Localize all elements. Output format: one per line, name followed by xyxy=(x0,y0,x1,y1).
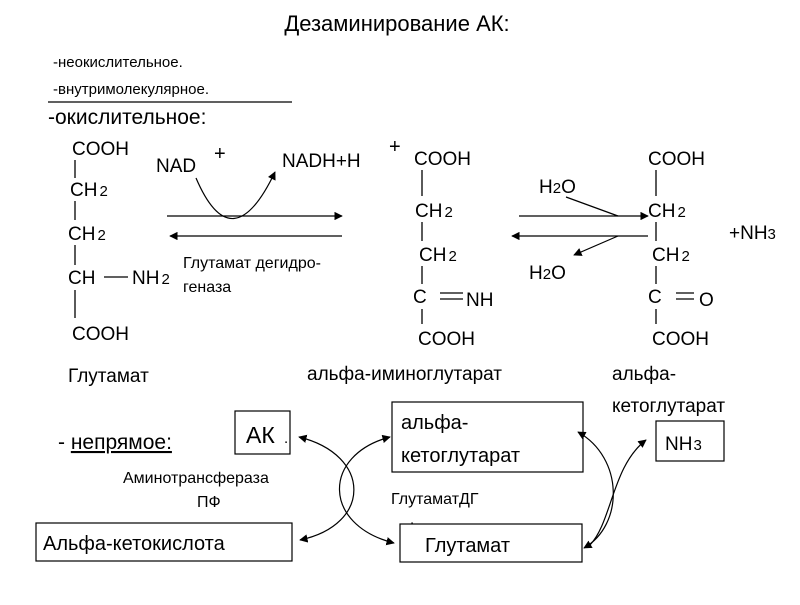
ketoacid-label: Альфа-кетокислота xyxy=(43,533,226,555)
nad-label: NAD xyxy=(156,156,196,177)
ketoglutarate-name-line2: кетоглутарат xyxy=(612,396,725,417)
type-oxidative: -окислительное: xyxy=(48,106,206,129)
glutamate-box xyxy=(399,523,583,563)
pf-label: ПФ xyxy=(197,494,221,511)
ketoglutarate-box-line1: альфа- xyxy=(401,412,468,434)
glutamate-box-label: Глутамат xyxy=(425,535,510,557)
keto-o: O xyxy=(699,290,714,311)
imino-cooh-bottom: COOH xyxy=(418,329,475,350)
nad-curved-arrow xyxy=(195,171,276,220)
nadh-label: NADH+H xyxy=(282,151,361,172)
imino-c: C xyxy=(413,287,427,308)
glutamate-dg-label: ГлутаматДГ xyxy=(391,491,479,508)
enzyme-line2: геназа xyxy=(183,279,231,296)
slide-title: Дезаминирование АК: xyxy=(284,11,509,36)
amino-acid-label: АК xyxy=(246,422,275,448)
ammonia-box-label: NH3 xyxy=(665,434,702,455)
ammonia-product: +NH3 xyxy=(729,223,776,244)
keto-cooh-top: COOH xyxy=(648,149,705,170)
water-in-label: H2O xyxy=(539,177,576,198)
type-non-oxidative: -неокислительное. xyxy=(53,54,183,71)
ketoglutarate-name-line1: альфа- xyxy=(612,364,676,385)
imino-nh: NH xyxy=(466,290,493,311)
transaminase-curved-arrow-left xyxy=(298,434,355,543)
type-indirect: - непрямое: xyxy=(58,431,172,454)
keto-cooh-bottom: COOH xyxy=(652,329,709,350)
water-out-arrow xyxy=(573,235,619,256)
dehydrogenase-curved-arrow-right xyxy=(589,439,647,546)
nad-charge: + xyxy=(214,143,226,165)
ketoglutarate-box-line2: кетоглутарат xyxy=(401,445,520,467)
keto-c: C xyxy=(648,287,662,308)
ammonia-box xyxy=(655,420,725,462)
enzyme-line1: Глутамат дегидро- xyxy=(183,255,321,272)
ketoglutarate-box xyxy=(391,401,584,473)
transaminase-curved-arrow-right xyxy=(339,434,395,546)
glutamate-cooh-bottom: COOH xyxy=(72,324,129,345)
glutamate-ch: CH xyxy=(68,268,95,289)
amino-acid-dot: . xyxy=(284,430,288,447)
glutamate-box-dot: . xyxy=(410,511,414,528)
water-in-line xyxy=(565,196,619,217)
ketoacid-box xyxy=(35,522,293,562)
glutamate-cooh-top: COOH xyxy=(72,139,129,160)
glutamate-name: Глутамат xyxy=(68,366,149,387)
nadh-charge: + xyxy=(389,136,401,158)
amino-acid-box xyxy=(234,410,291,455)
iminoglutarate-name: альфа-иминоглутарат xyxy=(307,364,502,385)
dehydrogenase-curved-arrow-left xyxy=(577,431,614,549)
type-intramolecular: -внутримолекулярное. xyxy=(53,81,209,98)
transaminase-label: Аминотрансфераза xyxy=(123,470,269,487)
water-out-label: H2O xyxy=(529,263,566,284)
imino-cooh-top: COOH xyxy=(414,149,471,170)
